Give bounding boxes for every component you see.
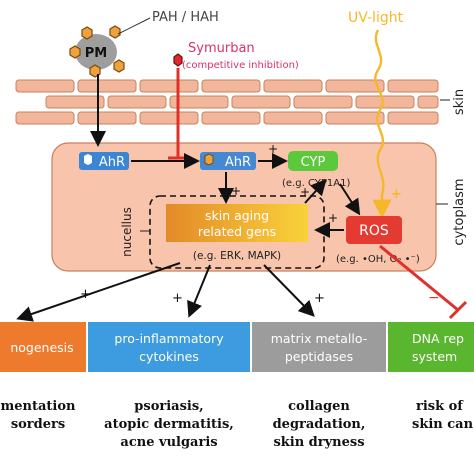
nucleus-label: nucellus <box>120 207 134 257</box>
pm-label: PM <box>85 46 107 61</box>
ros-label: ROS <box>359 223 389 239</box>
genes-to-cyp-arrow <box>304 179 327 204</box>
genes-to-mmp-arrow <box>263 264 315 317</box>
effect-box-text: peptidases <box>285 349 353 364</box>
hexagon-icon <box>113 59 125 73</box>
outcomes: mentation sorders psoriasis, atopic derm… <box>1 399 474 450</box>
hexagon-icon <box>109 25 121 39</box>
effect-box-pigmentation: nogenesis <box>0 322 86 372</box>
outcome-text: psoriasis, <box>134 399 203 414</box>
pigmentation-plus: + <box>80 287 91 302</box>
outcome-text: risk of <box>416 399 464 414</box>
effect-box-text: pro-inflammatory <box>114 331 224 346</box>
ros-dna-minus: − <box>428 290 440 306</box>
effect-box-dna-repair: DNA rep system <box>388 322 474 372</box>
cyp-example: (e.g. CYP1A1) <box>282 178 350 189</box>
outcome-text: collagen <box>288 399 350 414</box>
ros-dna-inhibition-bar <box>448 300 468 320</box>
ros-dna-inhibition-line <box>379 244 459 312</box>
genes-cyp-plus: + <box>300 185 310 199</box>
cyp-label: CYP <box>301 155 326 170</box>
effect-box-cytokines: pro-inflammatory cytokines <box>88 322 250 372</box>
outcome-text: degradation, <box>273 417 366 432</box>
hexagon-icon <box>81 26 93 40</box>
effect-box-text: nogenesis <box>10 340 73 355</box>
skin-label: skin <box>452 89 467 115</box>
effect-box-mmp: matrix metallo- peptidases <box>252 322 386 372</box>
effect-box-text: cytokines <box>139 349 199 364</box>
ahr-right-label: AhR <box>225 155 251 170</box>
cyp-node: CYP <box>288 151 338 171</box>
outcome-text: skin can <box>412 417 474 432</box>
outcome-text: skin dryness <box>273 435 364 450</box>
symurban-note: (competitive inhibition) <box>182 60 299 71</box>
ros-example: (e.g. •OH, O₂ •⁻) <box>336 254 420 265</box>
skin-layer <box>15 79 439 125</box>
ahr-right-node: AhR <box>200 152 256 170</box>
genes-to-cytokines-arrow <box>187 264 211 318</box>
effect-box-text: system <box>412 349 457 364</box>
cytokines-plus: + <box>172 291 183 306</box>
genes-to-pigmentation-arrow <box>16 262 181 322</box>
pah-hexagons <box>69 25 125 78</box>
effect-box-text: matrix metallo- <box>271 331 367 346</box>
uv-plus-sign: + <box>391 187 402 202</box>
symurban-hexagon-icon <box>173 53 183 67</box>
ahr-cyp-plus: + <box>268 142 278 156</box>
ros-genes-plus: + <box>328 211 338 225</box>
outcome-text: sorders <box>11 417 65 432</box>
genes-line2: related gens <box>198 224 276 239</box>
pah-hah-label: PAH / HAH <box>152 10 219 25</box>
symurban-label: Symurban <box>188 41 255 56</box>
genes-example: (e.g. ERK, MAPK) <box>193 250 281 262</box>
uv-light-label: UV-light <box>348 10 404 26</box>
uv-light-arrow <box>372 29 392 219</box>
cyp-to-ros-arrow <box>339 183 361 216</box>
pah-leader <box>117 17 151 35</box>
effect-box-text: DNA rep <box>412 331 464 346</box>
mmp-plus: + <box>314 291 325 306</box>
outcome-text: acne vulgaris <box>120 435 217 450</box>
cytoplasm-label: cytoplasm <box>452 178 467 245</box>
ros-node: ROS <box>346 216 402 244</box>
skin-aging-genes-node: skin aging related gens <box>166 204 308 242</box>
particulate-matter: PM <box>75 34 117 70</box>
outcome-text: atopic dermatitis, <box>104 417 234 432</box>
outcome-text: mentation <box>1 399 77 414</box>
genes-line1: skin aging <box>205 208 269 223</box>
ahr-genes-plus: + <box>231 184 241 198</box>
ahr-left-node: AhR <box>79 152 129 170</box>
ahr-left-label: AhR <box>99 155 125 170</box>
hexagon-icon <box>69 45 81 59</box>
